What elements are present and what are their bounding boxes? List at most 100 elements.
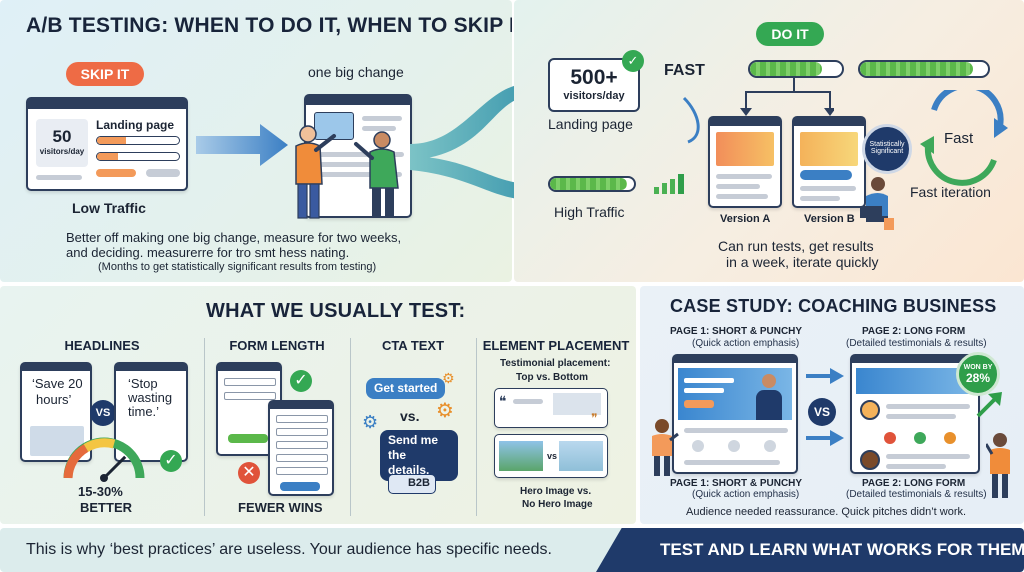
image-placeholder-icon	[559, 441, 603, 471]
cta-bar-shape	[800, 170, 852, 180]
hero-line-2: No Hero Image	[522, 499, 593, 510]
cta-option-1: Get started	[366, 378, 446, 399]
cta-option-2-line-1: Send me	[388, 433, 439, 447]
testimonial-placement-card: ❝ ❞	[494, 388, 608, 428]
b2b-tag: B2B	[388, 474, 436, 494]
headline-b-line-2: wasting	[128, 390, 173, 405]
compare-arrows-icon	[806, 368, 844, 446]
hero-image-icon	[800, 132, 858, 166]
iteration-cycle-icon	[920, 90, 1008, 186]
cta-vs-label: vs.	[400, 408, 420, 424]
footer-right-banner: TEST AND LEARN WHAT WORKS FOR THEM.	[596, 528, 1024, 572]
do-note-line-2: in a week, iterate quickly	[726, 254, 879, 270]
page2-title-top: PAGE 2: LONG FORM	[862, 326, 966, 337]
element-placement-heading: ELEMENT PLACEMENT	[482, 338, 630, 353]
progress-bar-2	[96, 152, 180, 161]
footer-banner: This is why ‘best practices’ are useless…	[0, 528, 1024, 572]
page1-sub-top: (Quick action emphasis)	[692, 338, 800, 349]
what-we-test-panel: WHAT WE USUALLY TEST: HEADLINES ‘Save 20…	[0, 286, 636, 524]
page1-sub-bottom: (Quick action emphasis)	[692, 489, 800, 500]
page2-sub-top: (Detailed testimonials & results)	[846, 338, 987, 349]
placement-sub-line-2: Top vs. Bottom	[516, 372, 589, 383]
quote-icon: ❞	[591, 411, 598, 425]
page1-title-top: PAGE 1: SHORT & PUNCHY	[670, 326, 803, 337]
visitor-unit: visitors/day	[39, 147, 85, 156]
headline-b-line-3: time.’	[128, 404, 160, 419]
placement-sub-line-1: Testimonial placement:	[500, 358, 611, 369]
hero-image-compare-card: vs	[494, 434, 608, 478]
coach-avatar	[752, 370, 786, 420]
page1-title-bottom: PAGE 1: SHORT & PUNCHY	[670, 478, 803, 489]
case-conclusion: Audience needed reassurance. Quick pitch…	[686, 506, 967, 518]
skip-note-line-3: (Months to get statistically significant…	[98, 261, 377, 273]
version-b-label: Version B	[804, 213, 855, 225]
orange-button-shape	[96, 169, 136, 177]
one-big-change-label: one big change	[308, 64, 404, 80]
gauge-icon	[63, 437, 145, 482]
right-arrow-icon	[196, 124, 288, 166]
page2-sub-bottom: (Detailed testimonials & results)	[846, 489, 987, 500]
skip-it-panel: A/B TESTING: WHEN TO DO IT, WHEN TO SKIP…	[0, 0, 512, 282]
headlines-heading: HEADLINES	[64, 338, 140, 353]
headline-result-line-1: 15-30%	[78, 484, 123, 499]
version-b-card	[792, 116, 866, 208]
version-a-label: Version A	[720, 213, 771, 225]
case-study-panel: CASE STUDY: COACHING BUSINESS PAGE 1: SH…	[640, 286, 1024, 524]
case-vs-badge: VS	[808, 398, 836, 426]
visitor-count: 500+	[570, 66, 618, 89]
signal-bars-icon	[654, 172, 690, 194]
placement-vs-label: vs	[547, 451, 558, 461]
won-by-badge: WON BY 28%	[956, 352, 1000, 396]
form-length-result: FEWER WINS	[238, 500, 323, 515]
visitor-count: 50	[52, 127, 72, 146]
man-pointing-icon	[986, 433, 1010, 498]
headline-a-line-1: ‘Save 20	[32, 376, 83, 391]
up-arrow-icon	[976, 392, 1002, 418]
woman-presenting-icon	[652, 419, 679, 476]
won-by-label: WON BY	[963, 364, 993, 371]
headline-a-line-2b: hours’	[36, 392, 72, 407]
hero-image-icon	[716, 132, 774, 166]
progress-bar-1	[96, 136, 180, 145]
high-visitor-box: 500+ visitors/day	[548, 58, 640, 112]
x-mark-icon: ✕	[238, 462, 260, 484]
page1-card	[672, 354, 798, 474]
footer-left-text: This is why ‘best practices’ are useless…	[26, 541, 552, 558]
cta-text-heading: CTA TEXT	[381, 338, 445, 353]
checkmark-icon: ✓	[160, 450, 182, 472]
hero-banner-shape	[856, 368, 974, 394]
gear-icon: ⚙	[436, 400, 454, 422]
checkmark-icon: ✓	[290, 370, 312, 392]
fast-label: FAST	[664, 62, 705, 79]
grey-button-shape	[146, 169, 180, 177]
fast-cycle-label: Fast	[944, 130, 974, 147]
skip-note-line-1: Better off making one big change, measur…	[66, 230, 402, 245]
gear-icon: ⚙	[442, 370, 455, 386]
high-traffic-label: High Traffic	[554, 204, 625, 220]
headline-b-line-1: ‘Stop	[128, 376, 158, 391]
page2-title-bottom: PAGE 2: LONG FORM	[862, 478, 966, 489]
seal-line-1: Statistically	[869, 141, 905, 148]
do-it-panel: DO IT 500+ visitors/day ✓ FAST Landing p…	[514, 0, 1024, 282]
high-traffic-bar	[548, 176, 636, 192]
vs-badge: VS	[90, 400, 116, 426]
footer-right-text: TEST AND LEARN WHAT WORKS FOR THEM.	[660, 540, 1024, 559]
hero-image-icon	[499, 441, 543, 471]
seal-line-2: Significant	[870, 148, 904, 155]
version-a-card	[708, 116, 782, 208]
low-traffic-label: Low Traffic	[72, 200, 146, 216]
headline-card-b: ‘Stop wasting time.’	[114, 362, 188, 462]
testimonial-avatar	[860, 450, 880, 470]
fast-iteration-label: Fast iteration	[910, 184, 991, 200]
cta-option-2: Send me the details.	[380, 430, 458, 481]
result-bar-2	[858, 60, 990, 78]
testimonial-avatar	[860, 400, 880, 420]
cta-option-2-line-2: the details.	[388, 448, 430, 477]
long-form-card	[268, 400, 334, 496]
headline-result-line-2: BETTER	[80, 500, 132, 515]
visitor-unit: visitors/day	[563, 90, 625, 102]
visitor-count-box: 50 visitors/day	[36, 119, 88, 167]
browser-bar	[28, 99, 186, 109]
case-study-title: CASE STUDY: COACHING BUSINESS	[670, 296, 997, 316]
hero-line-1: Hero Image vs.	[520, 486, 592, 497]
